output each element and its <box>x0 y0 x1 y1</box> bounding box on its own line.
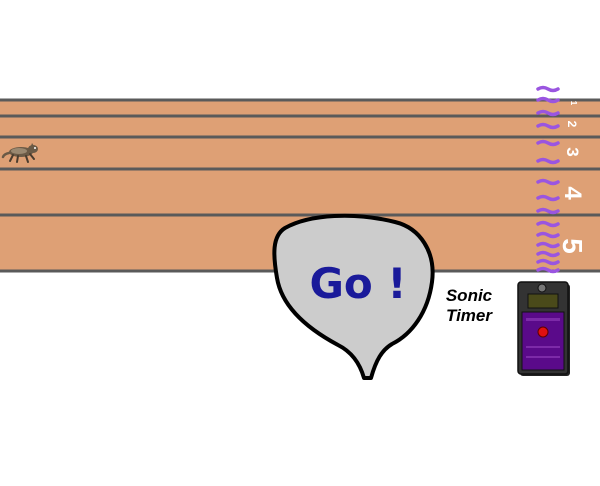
sound-wave <box>536 96 560 104</box>
lane-number-2: 2 <box>565 121 579 128</box>
go-text: Go ! <box>309 259 406 308</box>
sound-wave <box>536 241 560 249</box>
sound-wave-icon <box>536 85 560 274</box>
sound-wave <box>536 139 560 147</box>
sound-wave <box>536 157 560 165</box>
lane-number-3: 3 <box>563 147 582 156</box>
sound-wave <box>536 178 560 186</box>
sound-wave <box>536 231 560 239</box>
sonic-timer-label: Sonic Timer <box>434 286 504 326</box>
lane-number-5: 5 <box>557 238 588 254</box>
sound-wave <box>536 220 560 228</box>
lane-number-1: 1 <box>569 101 578 106</box>
lane-number-4: 4 <box>559 186 586 200</box>
speech-bubble: Go ! <box>272 213 435 380</box>
sonic-timer-device-icon <box>517 281 570 376</box>
timer-body-panel <box>521 311 565 371</box>
sound-wave <box>536 122 560 130</box>
sound-wave <box>536 258 560 266</box>
sound-wave <box>536 266 560 274</box>
sonic-timer-label-line2: Timer <box>446 306 492 325</box>
sonic-timer-label-line1: Sonic <box>445 286 493 305</box>
ferret-runner-icon <box>1 143 38 163</box>
sound-wave <box>536 207 560 215</box>
timer-display <box>527 293 559 309</box>
sound-wave <box>536 194 560 202</box>
sound-wave <box>536 109 560 117</box>
timer-button <box>537 326 549 338</box>
sound-wave <box>536 250 560 258</box>
sound-wave <box>536 85 560 93</box>
timer-sensor-icon <box>537 283 547 293</box>
